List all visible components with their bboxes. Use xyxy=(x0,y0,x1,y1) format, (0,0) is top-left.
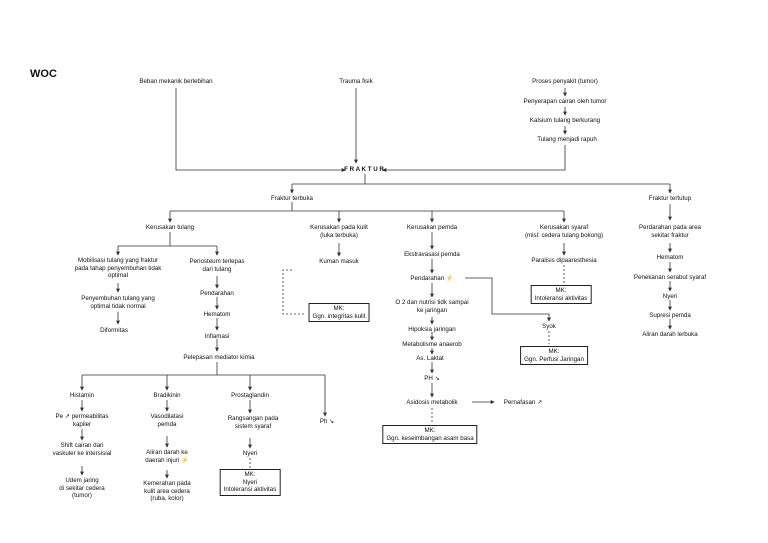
node-rapuh: Tulang menjadi rapuh xyxy=(537,136,597,143)
node-aliran-injuri: Aliran darah ke daerah injuri ⚡ xyxy=(145,449,189,464)
node-metabolisme: Metabolisme anaerob xyxy=(402,341,462,348)
node-prostaglandin: Prostaglandin xyxy=(231,392,269,399)
node-kuman: Kuman masuk xyxy=(319,258,359,265)
node-hipoksia: Hipoksia jaringan xyxy=(408,326,456,333)
mk-nyeri-box: MK: Nyeri Intoleransi aktivitas xyxy=(219,469,281,496)
node-kemerahan: Kemerahan pada kulit area cedera (ruba, … xyxy=(143,480,191,503)
node-aliran-lerbuka: Aliran darah lerbuka xyxy=(642,331,698,338)
node-kerusakan-kulit: Kerusakan pada kulit (luka terbuka) xyxy=(310,224,368,239)
node-inflamasi: Inflamasi xyxy=(204,333,230,340)
node-kalsium: Kalsium tulang berkurang xyxy=(529,117,601,124)
node-trauma: Trauma fisik xyxy=(339,78,373,85)
node-ph2: Ph ↘ xyxy=(319,418,335,425)
connector xyxy=(175,88,346,172)
node-nyeri2: Nyeri xyxy=(242,450,258,457)
node-asidosis: Asidosis metabolik xyxy=(406,399,458,406)
node-o2: O 2 dan nutrisi tidk sampai ke jaringan xyxy=(395,299,469,314)
node-as-laktat: As. Laktat xyxy=(416,355,444,362)
node-hematom2: Hematom xyxy=(656,254,684,261)
node-ph1: PH ↘ xyxy=(424,375,440,382)
connector xyxy=(465,277,551,322)
node-kerusakan-pemda: Kerusakan pemda xyxy=(406,224,458,231)
connector xyxy=(282,269,305,315)
connector xyxy=(382,145,566,172)
node-permeabilitas: Pe ↗ permeabilitas kapiler xyxy=(55,413,109,428)
node-nyeri1: Nyeri xyxy=(662,293,678,300)
mk-asam-box: MK: Ggn. keseimbangan asam basa xyxy=(382,425,478,445)
node-shift: Shift cairan dari vaskuler ke intersisia… xyxy=(52,442,112,457)
node-ekstravasasi: Ekstravasasi pemda xyxy=(404,251,460,258)
node-paralisis: Paralisis dipaaresthesia xyxy=(531,257,597,264)
node-hematom1: Hematom xyxy=(203,311,231,318)
node-rangsangan: Rangsangan pada sistem syaraf xyxy=(227,415,279,430)
mk-intoleransi-box: MK: Intoleransi aktivitas xyxy=(530,285,592,305)
node-pelepasan: Pelepasan mediator kimia xyxy=(183,354,255,361)
node-histamin: Histamin xyxy=(69,392,95,399)
node-kerusakan-tulang: Kerusakan tulang xyxy=(145,224,195,231)
node-pendarahan1: Pendarahan xyxy=(200,290,234,297)
node-tertutup: Fraktur tertutup xyxy=(648,195,692,202)
node-terbuka: Fraktur terbuka xyxy=(271,195,313,202)
node-syok: Syok xyxy=(542,323,556,330)
node-periosteum: Periosteum terlepas dari tulang xyxy=(189,258,245,273)
node-kerusakan-syaraf: Kerusakan syaraf (misl: cedera tulang bo… xyxy=(524,224,604,239)
node-beban: Beban mekanik berlebihan xyxy=(139,78,213,85)
node-fraktur: F R A K T U R xyxy=(344,166,384,173)
node-proses: Proses penyakit (tumor) xyxy=(532,78,598,85)
node-supresi: Supresi pemda xyxy=(649,312,691,319)
node-mobilisasi: Mobilisasi tulang yang fraktur pada taha… xyxy=(74,257,162,280)
node-penyembuhan: Penyembuhan tulang yang optimal tidak no… xyxy=(81,295,155,310)
node-perdarahan-area: Perdarahan pada area sekitar fraktur xyxy=(639,224,701,239)
node-udem: Udem jaring di sekitar cedera (tumor) xyxy=(59,477,105,500)
mk-integritas-box: MK: Ggn. integritas kulit xyxy=(308,303,370,323)
node-diformitas: Diformitas xyxy=(100,327,128,334)
node-vasodilatasi: Vasodilatasi pemda xyxy=(150,413,184,428)
node-pendarahan2: Pendarahan ⚡ xyxy=(410,275,454,282)
node-pernafasan: Pernafasan ↗ xyxy=(503,399,543,406)
mk-perfusi-box: MK: Ggn. Perfusi Jaringan xyxy=(520,346,588,366)
node-bradikinin: Bradikinin xyxy=(153,392,181,399)
node-penyerapan: Penyerapan cairan oleh tumor xyxy=(523,98,607,105)
node-penekanan: Penekanan serabut syaraf xyxy=(633,274,707,281)
page-title: WOC xyxy=(30,68,57,80)
